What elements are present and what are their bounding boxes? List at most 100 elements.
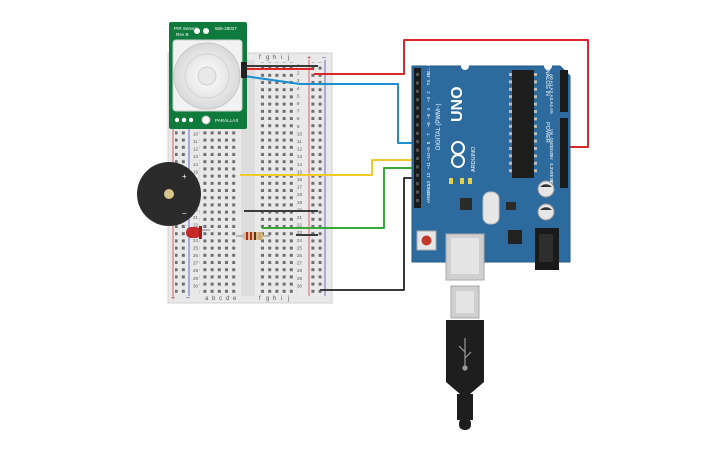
pir-pin-1 — [174, 117, 180, 123]
row-number-right-17: 17 — [297, 185, 303, 190]
arduino-infinity-icon — [451, 141, 465, 168]
col-j-bottom: j — [287, 296, 289, 302]
chip-pin — [534, 161, 537, 165]
chip-pin — [509, 124, 512, 128]
wire-yellow-buzzer-to-pin — [240, 159, 420, 176]
col-f-bottom: f — [259, 296, 261, 302]
digital-header — [414, 68, 421, 208]
digital-pin-hole-0 — [416, 199, 419, 202]
col-b-bottom: b — [212, 296, 216, 302]
uno-logo: UNO — [449, 86, 466, 122]
chip-pin — [509, 117, 512, 121]
row-number-right-6: 6 — [297, 101, 300, 106]
reset-button-cap[interactable] — [421, 235, 432, 246]
atmega-chip — [512, 70, 534, 178]
row-number-right-30: 30 — [297, 283, 303, 288]
rail-minus-label-top-right: − — [322, 55, 326, 62]
mount-hole-2 — [544, 62, 552, 70]
wire-blue-pir-out-to-pin8 — [300, 83, 420, 144]
digital-pin-label-14: TX→1 — [426, 72, 431, 85]
row-number-right-18: 18 — [297, 192, 303, 197]
row-number-left-30: 30 — [193, 283, 199, 288]
right-rail-holes — [311, 62, 323, 294]
row-number-right-5: 5 — [297, 93, 300, 98]
row-number-right-12: 12 — [297, 147, 303, 152]
row-number-right-22: 22 — [297, 223, 303, 228]
col-i-bottom: i — [281, 296, 282, 302]
row-number-left-13: 13 — [193, 154, 199, 159]
buzzer-plus-label: + — [182, 172, 187, 181]
piezo-buzzer: + − — [137, 162, 201, 226]
row-number-right-3: 3 — [297, 78, 300, 83]
resistor-band-4 — [259, 232, 261, 240]
pir-lens-ring — [184, 53, 230, 99]
chip-pin — [509, 147, 512, 150]
power-pin-label-4: GND — [549, 146, 554, 156]
digital-pin-label-12: ~3 — [426, 97, 431, 103]
chip-pin — [509, 139, 512, 143]
led-rx — [468, 178, 472, 184]
digital-pin-label-4: ~11 — [426, 162, 431, 170]
row-number-right-19: 19 — [297, 200, 303, 205]
analog-pin-label-A2: A2 — [549, 88, 554, 94]
digital-pin-label-7: 8 — [426, 141, 431, 144]
row-number-right-29: 29 — [297, 276, 303, 281]
buzzer-hole — [164, 189, 174, 199]
digital-pin-hole-13 — [416, 89, 419, 93]
voltage-regulator — [508, 230, 522, 244]
digital-pin-hole-3 — [416, 173, 419, 177]
wire-green-led-to-pin — [262, 167, 420, 229]
digital-label: DIGITAL (PWM~) — [436, 103, 442, 150]
digital-pin-hole-6 — [416, 148, 419, 152]
arduino-brand: ARDUINO — [471, 146, 477, 172]
row-number-left-27: 27 — [193, 261, 199, 266]
analog-pin-label-A1: A1 — [549, 81, 554, 87]
row-number-right-13: 13 — [297, 154, 303, 159]
row-number-right-8: 8 — [297, 116, 300, 121]
pir-brand: PARALLAX — [215, 118, 238, 123]
row-number-left-26: 26 — [193, 253, 199, 258]
digital-pin-hole-2 — [416, 182, 419, 186]
chip-pin — [534, 95, 537, 99]
top-column-letters: f g h i j — [259, 55, 289, 61]
row-number-left-22: 22 — [193, 223, 199, 228]
analog-label: ANALOG IN — [544, 66, 550, 96]
row-number-right-10: 10 — [297, 131, 303, 136]
row-number-right-9: 9 — [297, 124, 300, 129]
col-i-top: i — [281, 55, 282, 61]
row-number-right-25: 25 — [297, 245, 303, 250]
digital-pin-hole-10 — [416, 115, 419, 118]
chip-pin — [509, 110, 512, 113]
usb-cable-end — [459, 418, 471, 430]
row-number-left-11: 11 — [193, 139, 198, 144]
power-header — [560, 118, 568, 188]
digital-pin-label-13: 2 — [426, 91, 431, 94]
analog-header — [560, 70, 568, 112]
resistor-band-3 — [254, 232, 256, 240]
row-number-right-14: 14 — [297, 162, 303, 167]
chip-pin — [534, 169, 537, 173]
power-pin-label-6: Vin — [549, 129, 554, 136]
col-j-top: j — [287, 55, 289, 61]
pir-title-line2: Rev B — [176, 32, 189, 37]
digital-pin-hole-9 — [416, 123, 419, 127]
row-number-right-26: 26 — [297, 253, 303, 258]
usb-cable-strain-relief — [457, 394, 473, 420]
usb-symbol-icon — [458, 338, 472, 371]
digital-pin-label-11: 4 — [426, 108, 431, 111]
power-pin-label-1: RESET — [549, 172, 554, 187]
chip-pin — [534, 139, 537, 143]
mount-hole-1 — [461, 62, 469, 70]
chip-pin — [509, 87, 512, 91]
chip-pin — [509, 154, 512, 158]
col-g-bottom: g — [266, 296, 269, 302]
usb-chip — [460, 198, 472, 210]
pir-part-number: 555-28027 — [215, 26, 237, 31]
digital-pin-hole-8 — [416, 131, 419, 135]
dc-jack-inner — [539, 234, 553, 262]
led-rim — [199, 226, 202, 239]
row-number-left-28: 28 — [193, 268, 199, 273]
buzzer-minus-label: − — [182, 209, 187, 218]
rail-plus-label-bottom-left: + — [171, 295, 175, 302]
